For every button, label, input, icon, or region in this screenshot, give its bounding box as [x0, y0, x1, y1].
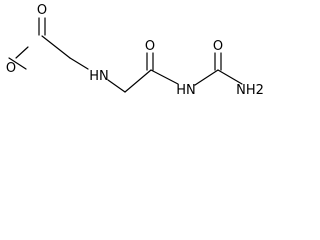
atom-imide-nitrogen: HN	[176, 83, 196, 98]
bond-carbonyl-ch2	[41, 35, 71, 59]
bond-imide-urea-carbonyl	[194, 69, 219, 86]
molecule-structure-diagram: O O HN O HN O NH2	[6, 3, 264, 98]
bond-urea-terminal-amine	[217, 69, 243, 85]
bond-ch2-amine	[69, 57, 89, 70]
atom-amine-nitrogen: HN	[89, 69, 109, 84]
bond-amide-carbonyl-imide	[150, 69, 179, 85]
bond-ch2-amide-carbonyl	[124, 69, 152, 93]
atom-ester-ether-oxygen: O	[6, 61, 16, 76]
bond-ester-oxygen-carbonyl	[15, 46, 29, 59]
bond-methyl-ester-oxygen	[8, 57, 27, 70]
atom-amide-carbonyl-oxygen: O	[145, 39, 155, 54]
atom-terminal-amine: NH2	[236, 83, 264, 98]
atom-urea-carbonyl-oxygen: O	[213, 39, 223, 54]
atom-ester-carbonyl-oxygen: O	[37, 3, 47, 18]
bond-amine-ch2	[107, 79, 126, 93]
